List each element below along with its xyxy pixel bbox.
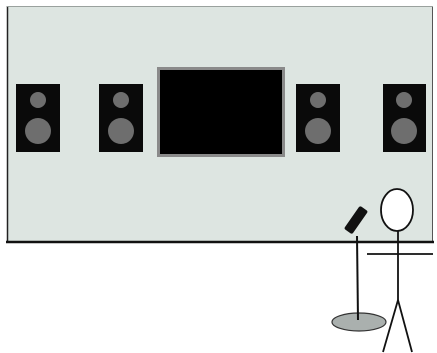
speaker-tweeter [113,92,129,108]
speaker-woofer [305,118,331,144]
speaker-far-left [16,84,60,152]
mic-stand-base [332,313,386,331]
figure-left-leg [383,300,398,352]
speaker-far-right [383,84,426,152]
speaker-woofer [391,118,417,144]
speaker-woofer [25,118,51,144]
mic-stand-pole [357,236,358,320]
speaker-tweeter [310,92,326,108]
speaker-tweeter [396,92,412,108]
tv-screen [157,67,285,157]
figure-head [381,189,413,231]
figure-right-leg [398,300,412,352]
speaker-woofer [108,118,134,144]
speaker-tweeter [30,92,46,108]
tv-screen-panel [160,70,282,154]
speaker-right [296,84,340,152]
speaker-left [99,84,143,152]
